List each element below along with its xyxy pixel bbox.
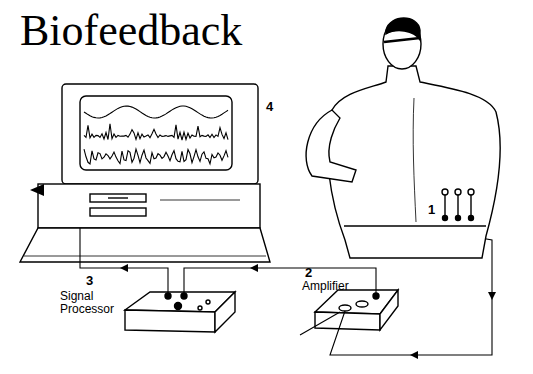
waveform — [84, 124, 228, 140]
panel-line — [160, 200, 240, 201]
drive-slot — [90, 194, 146, 202]
keyboard-edge — [24, 256, 266, 257]
processor-jack — [165, 293, 171, 299]
callout-number: 3 — [86, 274, 93, 288]
drive-slot-line — [108, 197, 128, 198]
monitor-screen — [80, 96, 232, 170]
processor-button — [206, 300, 210, 304]
amplifier-side — [380, 290, 398, 330]
amplifier-socket — [339, 305, 351, 311]
monitor-housing — [62, 84, 258, 184]
torso — [328, 66, 501, 258]
processor-front — [125, 310, 215, 332]
wire — [300, 312, 340, 335]
amplifier-jack — [373, 293, 379, 299]
callout-number: 2 — [305, 266, 312, 280]
waistband — [344, 225, 486, 226]
part-label: Amplifier — [302, 280, 349, 293]
processor-knob — [175, 303, 182, 310]
callout-number: 4 — [266, 100, 273, 114]
wire — [80, 228, 168, 293]
person — [306, 18, 500, 258]
callout-number: 1 — [428, 203, 435, 217]
drive-slot — [90, 208, 146, 216]
waveform — [84, 149, 228, 164]
keyboard — [20, 228, 270, 262]
processor-side — [215, 292, 235, 332]
waveform — [84, 106, 228, 118]
title: Biofeedback — [20, 6, 242, 56]
computer-base — [38, 184, 260, 228]
spine — [413, 98, 416, 222]
processor-button — [198, 306, 202, 310]
glasses — [384, 38, 420, 42]
head — [383, 19, 421, 69]
hair — [386, 18, 420, 40]
wire — [184, 268, 376, 293]
side-arrow — [30, 184, 44, 196]
processor-jack — [181, 293, 187, 299]
wire-arrows — [120, 264, 496, 359]
electrodes — [442, 189, 474, 221]
waveforms — [84, 106, 228, 164]
arm — [306, 110, 356, 182]
amplifier-socket — [356, 301, 368, 307]
part-label: Signal Processor — [60, 290, 122, 316]
